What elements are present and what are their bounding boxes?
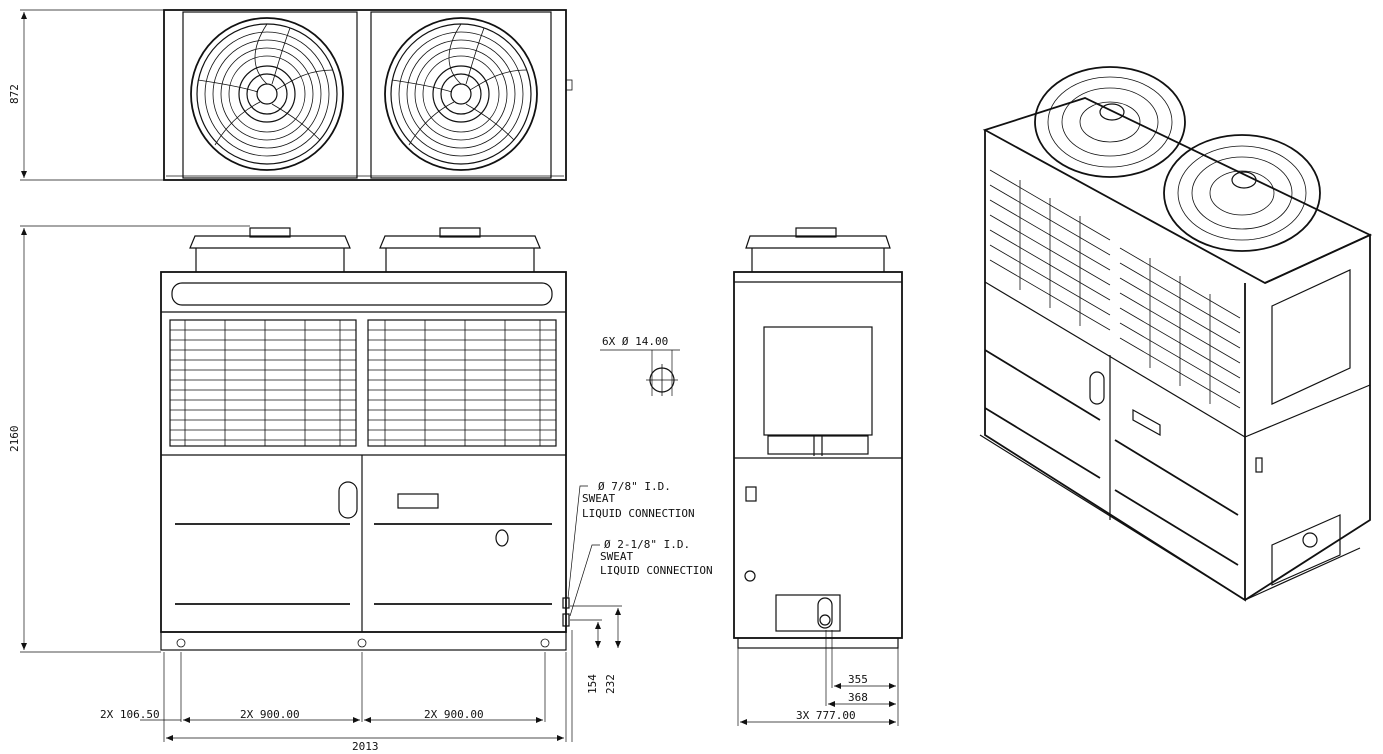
dim-overall-width: 2013 [352,740,379,753]
dim-side-width: 3X 777.00 [796,709,856,722]
callout-suction-line3: LIQUID CONNECTION [600,564,713,577]
dim-conn-height-high: 232 [604,674,617,694]
callout-liquid-line1: Ø 7/8" I.D. [598,480,671,493]
dim-top-height: 872 [8,84,21,104]
dim-conn-height-low: 154 [586,674,599,694]
hole-spec-label: 6X Ø 14.00 [602,335,668,348]
top-view: 872 [8,9,573,181]
callout-suction-line1: Ø 2-1/8" I.D. [604,538,690,551]
fan-right-top [384,17,538,171]
dim-fan-pitch-right: 2X 900.00 [424,708,484,721]
fan-left-top [190,17,344,171]
hole-detail: 6X Ø 14.00 [600,335,680,396]
callout-suction-line2: SWEAT [600,550,633,563]
isometric-view [979,66,1373,602]
dim-side-368: 368 [848,691,868,704]
dim-overall-height: 2160 [8,426,21,453]
callout-liquid-line2: SWEAT [582,492,615,505]
dim-bottom-left-offset: 2X 106.50 [100,708,160,721]
dim-side-355: 355 [848,673,868,686]
callout-liquid-line3: LIQUID CONNECTION [582,507,695,520]
side-view: 355 368 3X 777.00 [733,227,903,726]
dim-fan-pitch-left: 2X 900.00 [240,708,300,721]
front-view: 2160 2X 106.50 2X 900.00 2X 900.00 2013 … [8,225,713,753]
